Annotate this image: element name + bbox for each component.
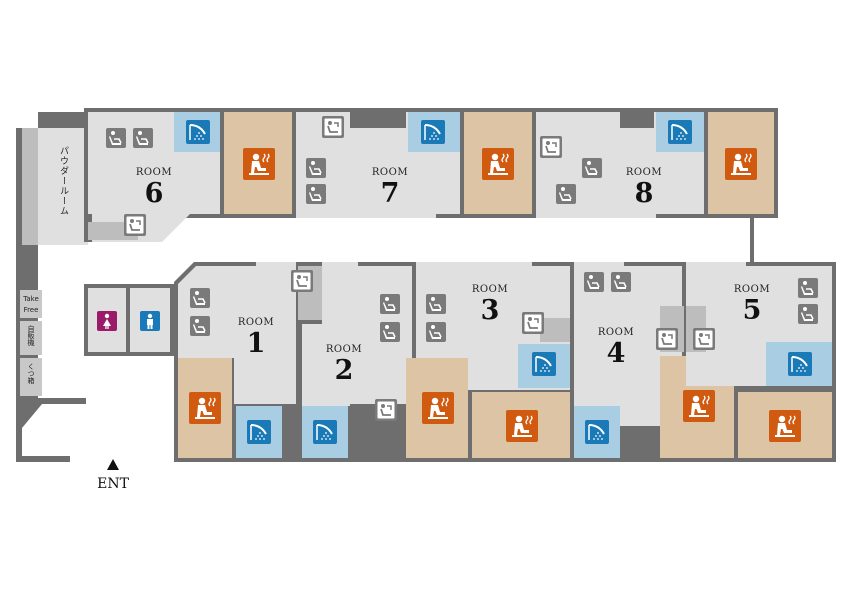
take-free-label-line-1: Take — [22, 295, 39, 303]
sink-icon — [123, 213, 147, 237]
room-7-number: 7 — [381, 178, 400, 209]
room-5-label: ROOM — [734, 284, 770, 295]
reclining-chair-icon — [555, 183, 577, 205]
room-3-number: 3 — [481, 295, 500, 326]
shower-icon — [312, 419, 338, 445]
shower-icon — [246, 419, 272, 445]
vending-label: 自販機 — [27, 324, 35, 347]
sauna-icon — [682, 389, 716, 423]
sauna-icon — [505, 409, 539, 443]
shoe-box-label: くつ箱 — [27, 363, 35, 385]
male-restroom-icon — [140, 311, 160, 331]
room-8-number: 8 — [635, 178, 654, 209]
room-2-label: ROOM — [326, 344, 362, 355]
sauna-icon — [724, 147, 758, 181]
room-1-label: ROOM — [238, 317, 274, 328]
sauna-icon — [481, 147, 515, 181]
sauna-icon — [768, 409, 802, 443]
reclining-chair-icon — [132, 127, 154, 149]
take-free-box — [20, 290, 42, 318]
room-3-label: ROOM — [472, 284, 508, 295]
reclining-chair-icon — [797, 277, 819, 299]
reclining-chair-icon — [581, 157, 603, 179]
reclining-chair-icon — [189, 287, 211, 309]
room-4-label: ROOM — [598, 327, 634, 338]
reclining-chair-icon — [305, 183, 327, 205]
shower-icon — [185, 119, 211, 145]
room-5-number: 5 — [743, 295, 762, 326]
sink-icon — [521, 311, 545, 335]
sink-icon — [321, 115, 345, 139]
reclining-chair-icon — [583, 271, 605, 293]
shoe-box — [20, 358, 42, 396]
sink-icon — [692, 327, 716, 351]
reclining-chair-icon — [189, 315, 211, 337]
reclining-chair-icon — [425, 321, 447, 343]
sauna-icon — [242, 147, 276, 181]
sink-icon — [655, 327, 679, 351]
reclining-chair-icon — [797, 303, 819, 325]
reclining-chair-icon — [379, 321, 401, 343]
room-7-label: ROOM — [372, 167, 408, 178]
room-2-number: 2 — [335, 355, 354, 386]
sink-icon — [374, 398, 398, 422]
entrance-arrow-icon — [107, 459, 119, 470]
reclining-chair-icon — [105, 127, 127, 149]
shower-icon — [667, 119, 693, 145]
shower-icon — [787, 351, 813, 377]
room-4-number: 4 — [607, 338, 626, 369]
powder-room-label: パウダールーム — [58, 146, 69, 216]
room-6-number: 6 — [145, 178, 164, 209]
room-6-label: ROOM — [136, 167, 172, 178]
female-restroom-icon — [97, 311, 117, 331]
reclining-chair-icon — [305, 157, 327, 179]
reclining-chair-icon — [425, 293, 447, 315]
shower-icon — [531, 351, 557, 377]
reclining-chair-icon — [610, 271, 632, 293]
room-8-label: ROOM — [626, 167, 662, 178]
shower-icon — [584, 419, 610, 445]
room-1-number: 1 — [247, 328, 266, 359]
sink-icon — [539, 135, 563, 159]
sauna-icon — [421, 391, 455, 425]
sauna-icon — [188, 391, 222, 425]
shower-icon — [420, 119, 446, 145]
reclining-chair-icon — [379, 293, 401, 315]
vending-box — [20, 321, 42, 355]
entrance-label: ENT — [97, 476, 129, 492]
powder-room — [38, 128, 88, 245]
sink-icon — [290, 269, 314, 293]
take-free-label-line-2: Free — [24, 306, 39, 314]
